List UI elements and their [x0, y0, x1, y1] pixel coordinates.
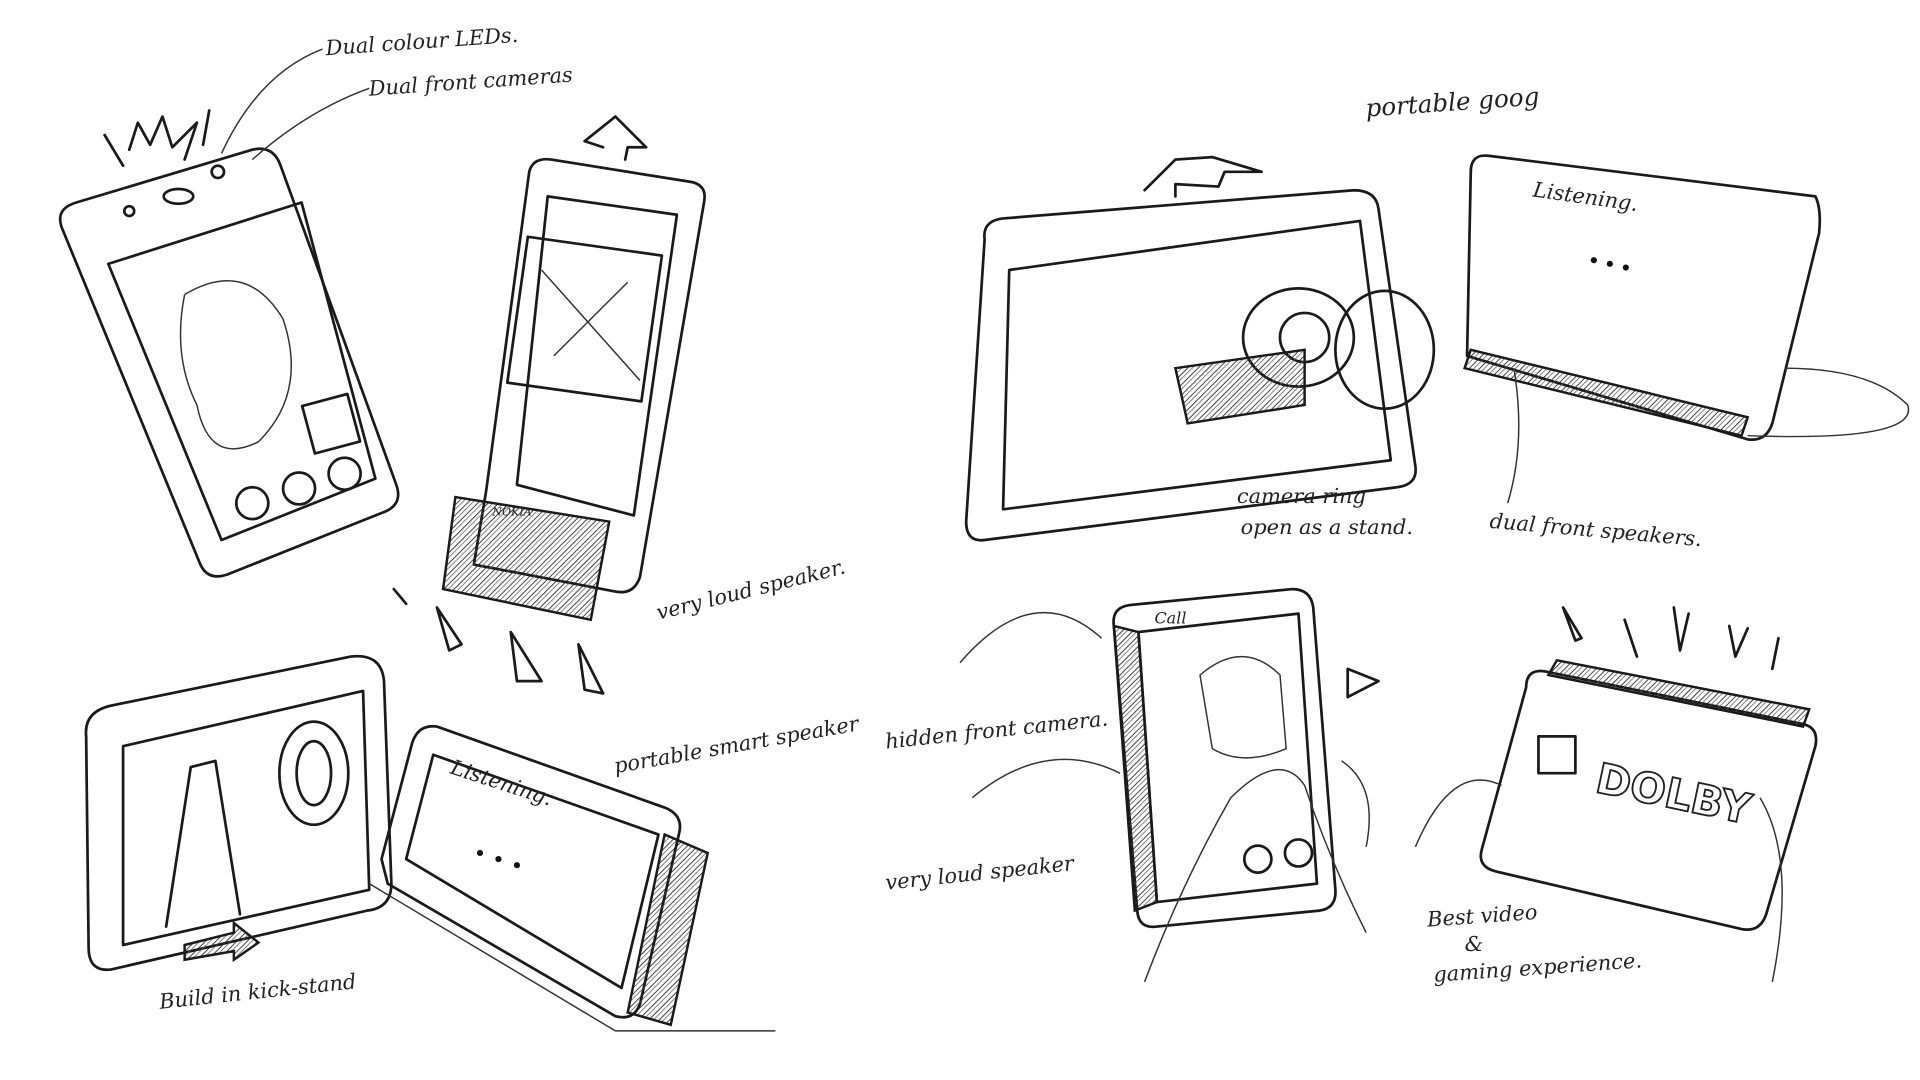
label-kickstand: Build in kick-stand	[157, 969, 357, 1014]
label-nokia: NOKIA	[491, 505, 531, 518]
phone-sketch-music-player: NOKIA very loud speaker.	[392, 115, 848, 695]
label-call: Call	[1154, 608, 1186, 627]
label-loud-speaker-1: very loud speaker.	[654, 555, 848, 625]
label-dual-cameras: Dual front cameras	[367, 63, 574, 101]
device-sketch-kickstand: Build in kick-stand	[84, 654, 393, 1014]
label-portable-goog: portable goog	[1365, 82, 1541, 123]
label-hidden-camera: hidden front camera.	[884, 706, 1109, 753]
device-sketch-smart-speaker: Listening. portable smart speaker	[368, 711, 862, 1032]
label-loud-speaker-2: very loud speaker	[884, 851, 1077, 895]
label-best-video-2: &	[1465, 932, 1484, 956]
label-listening-2: Listening.	[1531, 177, 1640, 216]
label-dual-leds: Dual colour LEDs.	[324, 23, 519, 60]
label-dolby: DOLBY	[1592, 753, 1756, 834]
device-sketch-camera-ring: portable goog camera ring open as a stan…	[964, 82, 1541, 542]
device-sketch-dual-speakers: Listening. dual front speakers.	[1463, 154, 1910, 551]
device-sketch-dolby: DOLBY Best video & gaming experience.	[1414, 606, 1818, 987]
label-smart-speaker: portable smart speaker	[612, 711, 862, 778]
label-dual-front-speakers: dual front speakers.	[1489, 509, 1703, 551]
label-best-video: Best video	[1425, 900, 1538, 932]
phone-sketch-call-in-hand: Call hidden front camera. very loud spea…	[884, 587, 1380, 983]
label-camera-ring: camera ring	[1237, 484, 1366, 508]
phone-sketch-video-call: Dual colour LEDs. Dual front cameras	[58, 23, 574, 578]
label-camera-ring-2: open as a stand.	[1241, 515, 1413, 539]
